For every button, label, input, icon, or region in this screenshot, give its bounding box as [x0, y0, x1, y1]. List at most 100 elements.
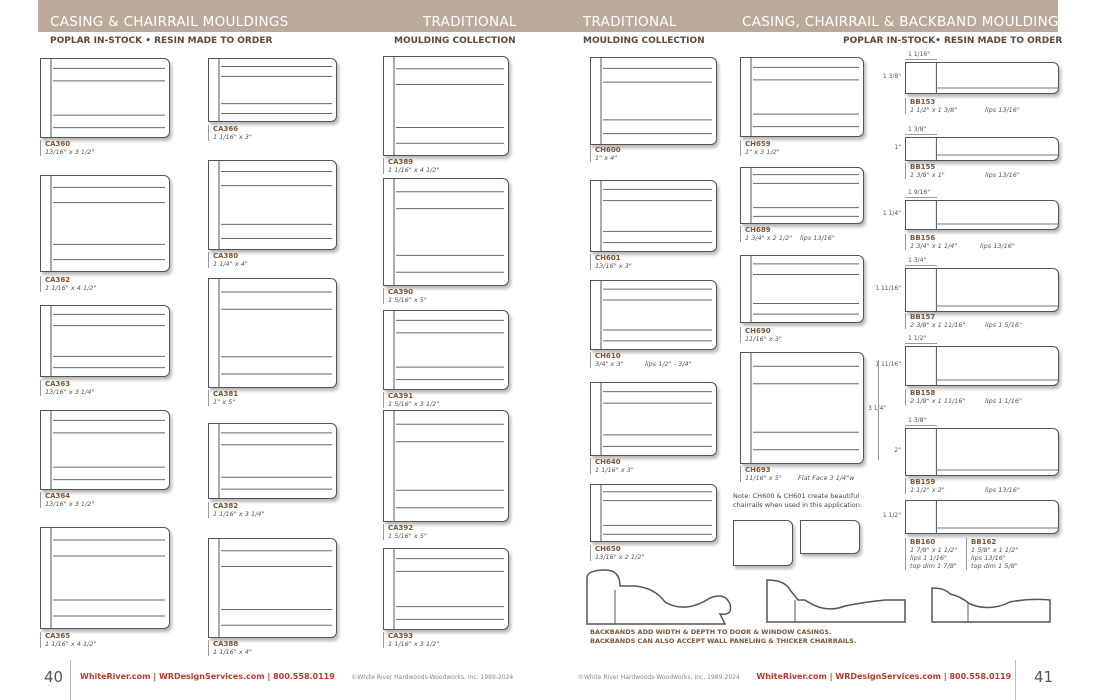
moulding-profile-bb157	[905, 268, 1059, 312]
product-code: CA381	[213, 390, 239, 398]
right-page-number: 41	[1034, 668, 1054, 686]
product-lips: Flat Face 3 1/4"w	[798, 474, 855, 482]
product-lips: lips 1 5/16"	[985, 321, 1022, 329]
chairrail-note: Note: CH600 & CH601 create beautiful cha…	[733, 492, 863, 509]
moulding-profile-bb158	[905, 346, 1059, 386]
product-code: CA360	[45, 140, 71, 148]
product-code: CH610	[595, 352, 621, 360]
product-size: 1 3/8" x 1"	[910, 171, 945, 179]
moulding-profile-ca366	[208, 58, 337, 122]
product-lips: lips 1 1/16"	[910, 554, 947, 562]
moulding-profile-ca391	[383, 310, 509, 390]
product-size: 3/4" x 3"	[595, 360, 624, 368]
backband-application-profile-3	[931, 587, 1051, 623]
moulding-profile-ch640	[590, 382, 717, 456]
product-size: 1 1/16" x 3 1/2"	[388, 640, 440, 648]
product-size: 1 1/16" x 4 1/2"	[45, 640, 97, 648]
product-size: 13/16" x 3 1/4"	[45, 388, 95, 396]
moulding-profile-ca390	[383, 178, 509, 286]
moulding-profile-ch659	[740, 57, 864, 137]
product-code: BB153	[910, 98, 936, 106]
product-top-dim: top dim 1 7/8"	[910, 562, 957, 570]
product-code: BB155	[910, 163, 936, 171]
product-code: CH689	[745, 226, 771, 234]
moulding-profile-ca392	[383, 410, 509, 522]
product-lips: lips 13/16"	[985, 106, 1020, 114]
chairrail-example-ch600	[733, 520, 793, 566]
product-size: 1 1/16" x 4"	[213, 648, 252, 656]
right-page-title: CASING, CHAIRRAIL & BACKBAND MOULDINGS	[742, 14, 1068, 30]
moulding-profile-ca364	[40, 410, 170, 490]
product-code: BB160	[910, 538, 936, 546]
product-size: 1 7/8" x 1 1/2"	[910, 546, 958, 554]
left-collection-title: TRADITIONAL	[423, 14, 517, 30]
product-size: 13/16" x 2 1/2"	[595, 553, 645, 561]
dimension-line	[905, 134, 937, 135]
right-footer-links[interactable]: WhiteRiver.com | WRDesignServices.com | …	[756, 672, 1012, 681]
product-size: 1 5/16" x 3 1/2"	[388, 400, 440, 408]
product-size: 1 1/16" x 3"	[595, 466, 634, 474]
left-page-subtitle: POPLAR IN-STOCK • RESIN MADE TO ORDER	[50, 36, 273, 46]
product-size: 1" x 3 1/2"	[745, 148, 780, 156]
right-collection-title: TRADITIONAL	[583, 14, 677, 30]
moulding-profile-bb159	[905, 428, 1059, 476]
backband-application-profile-1	[586, 569, 732, 625]
product-code: CA393	[388, 632, 414, 640]
moulding-profile-bb153	[905, 62, 1059, 94]
moulding-profile-ch693	[740, 352, 864, 464]
right-header-band	[547, 0, 1058, 32]
moulding-profile-ca362	[40, 175, 170, 272]
caption-line-1: BACKBANDS ADD WIDTH & DEPTH TO DOOR & WI…	[590, 628, 832, 636]
width-dimension: 1 3/4"	[908, 257, 927, 264]
product-size: 1 1/16" x 4 1/2"	[388, 166, 440, 174]
product-code: CA392	[388, 524, 414, 532]
height-dimension: 1 1/2"	[882, 512, 901, 519]
product-lips: lips 1 1/16"	[985, 397, 1022, 405]
product-size: 1 1/2" x 2"	[910, 486, 945, 494]
width-dimension: 1 3/8"	[908, 126, 927, 133]
product-code: CA390	[388, 288, 414, 296]
product-lips: lips 13/16"	[985, 171, 1020, 179]
height-dimension: 1 11/16"	[875, 361, 901, 368]
product-size: 1 1/16" x 4 1/2"	[45, 284, 97, 292]
product-code: BB156	[910, 234, 936, 242]
chairrail-example-ch601	[800, 520, 860, 554]
moulding-profile-bb160	[905, 500, 1059, 534]
backband-application-profile-2	[766, 579, 906, 623]
ch693-height-dimension: 3 1/4"	[868, 405, 887, 412]
dimension-line	[905, 265, 937, 266]
product-size: 1" x 5"	[213, 398, 236, 406]
footer-divider-left	[70, 660, 71, 700]
product-size: 1 1/4" x 4"	[213, 260, 248, 268]
product-code: CH600	[595, 146, 621, 154]
product-size: 13/16" x 3"	[595, 262, 632, 270]
moulding-profile-ch601	[590, 180, 717, 252]
product-code: CH640	[595, 458, 621, 466]
left-footer-links[interactable]: WhiteRiver.com | WRDesignServices.com | …	[80, 672, 335, 681]
moulding-profile-ca365	[40, 527, 170, 629]
product-lips: lips 13/16"	[971, 554, 1006, 562]
product-size: 1 5/8" x 1 1/2"	[971, 546, 1019, 554]
moulding-profile-ch690	[740, 255, 864, 323]
product-top-dim: top dim 1 5/8"	[971, 562, 1018, 570]
product-code: CA365	[45, 632, 71, 640]
right-footer-copyright: ©White River Hardwoods-Woodworks, Inc. 1…	[578, 674, 740, 681]
moulding-profile-ca388	[208, 538, 337, 638]
moulding-profile-ch650	[590, 484, 717, 542]
